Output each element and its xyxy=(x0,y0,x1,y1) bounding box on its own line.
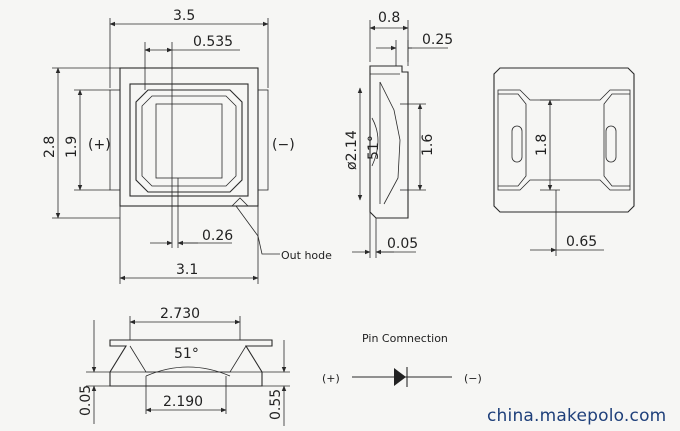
diode-symbol-icon xyxy=(394,368,406,386)
top-view-inner-height-label: 1.9 xyxy=(64,136,80,158)
side-view-height-label: 1.6 xyxy=(420,134,436,156)
top-view-bottom-width-label: 3.1 xyxy=(176,262,198,278)
section-view-bottom-label: 2.190 xyxy=(163,394,203,410)
bottom-view-left-slot xyxy=(511,125,523,163)
top-view-plus-label: (+) xyxy=(88,137,111,153)
side-view-offset-label: 0.05 xyxy=(387,236,418,252)
side-view-width-label: 0.8 xyxy=(378,10,400,26)
top-view-width-label: 3.5 xyxy=(173,8,195,24)
top-view-lens-rim xyxy=(129,83,249,197)
side-view-step-label: 0.25 xyxy=(422,32,453,48)
bottom-view: 1.8 0.65 xyxy=(493,67,635,256)
side-view-angle-label: 51° xyxy=(366,135,382,160)
section-view-angle-label: 51° xyxy=(174,346,199,362)
top-view-right-pad xyxy=(257,89,269,191)
section-view: 2.730 51° 2.190 0.05 0.55 xyxy=(78,306,290,426)
top-view-left-pad xyxy=(109,89,121,191)
pin-connection-minus-label: (−) xyxy=(464,372,482,385)
top-view-die-cavity xyxy=(155,103,223,179)
section-view-top-label: 2.730 xyxy=(160,306,200,322)
top-view-minus-label: (−) xyxy=(272,137,295,153)
top-view: 3.5 0.535 2.8 1.9 (+) (−) 0.26 Out hode xyxy=(42,8,332,284)
top-view-out-hode-label: Out hode xyxy=(281,249,332,262)
side-view: 51° 0.8 0.25 ø2.14 1.6 0.05 xyxy=(344,10,453,258)
pin-connection: Pin Comnection (+) (−) xyxy=(322,332,482,387)
bottom-view-body xyxy=(493,67,635,213)
top-view-lens-octagon xyxy=(135,89,243,193)
section-view-left-thickness-label: 0.05 xyxy=(78,385,94,416)
top-view-pad-label: 0.535 xyxy=(193,34,233,50)
section-view-right-thickness-label: 0.55 xyxy=(268,389,284,420)
top-view-gap-label: 0.26 xyxy=(202,228,233,244)
watermark: china.makepolo.com xyxy=(487,406,667,426)
pin-connection-title: Pin Comnection xyxy=(362,332,448,345)
top-view-height-label: 2.8 xyxy=(42,136,58,158)
bottom-view-width-label: 0.65 xyxy=(566,234,597,250)
side-view-diameter-label: ø2.14 xyxy=(344,130,360,170)
pin-connection-plus-label: (+) xyxy=(322,372,340,385)
bottom-view-right-slot xyxy=(605,125,617,163)
side-view-body xyxy=(369,65,409,219)
bottom-view-height-label: 1.8 xyxy=(534,134,550,156)
